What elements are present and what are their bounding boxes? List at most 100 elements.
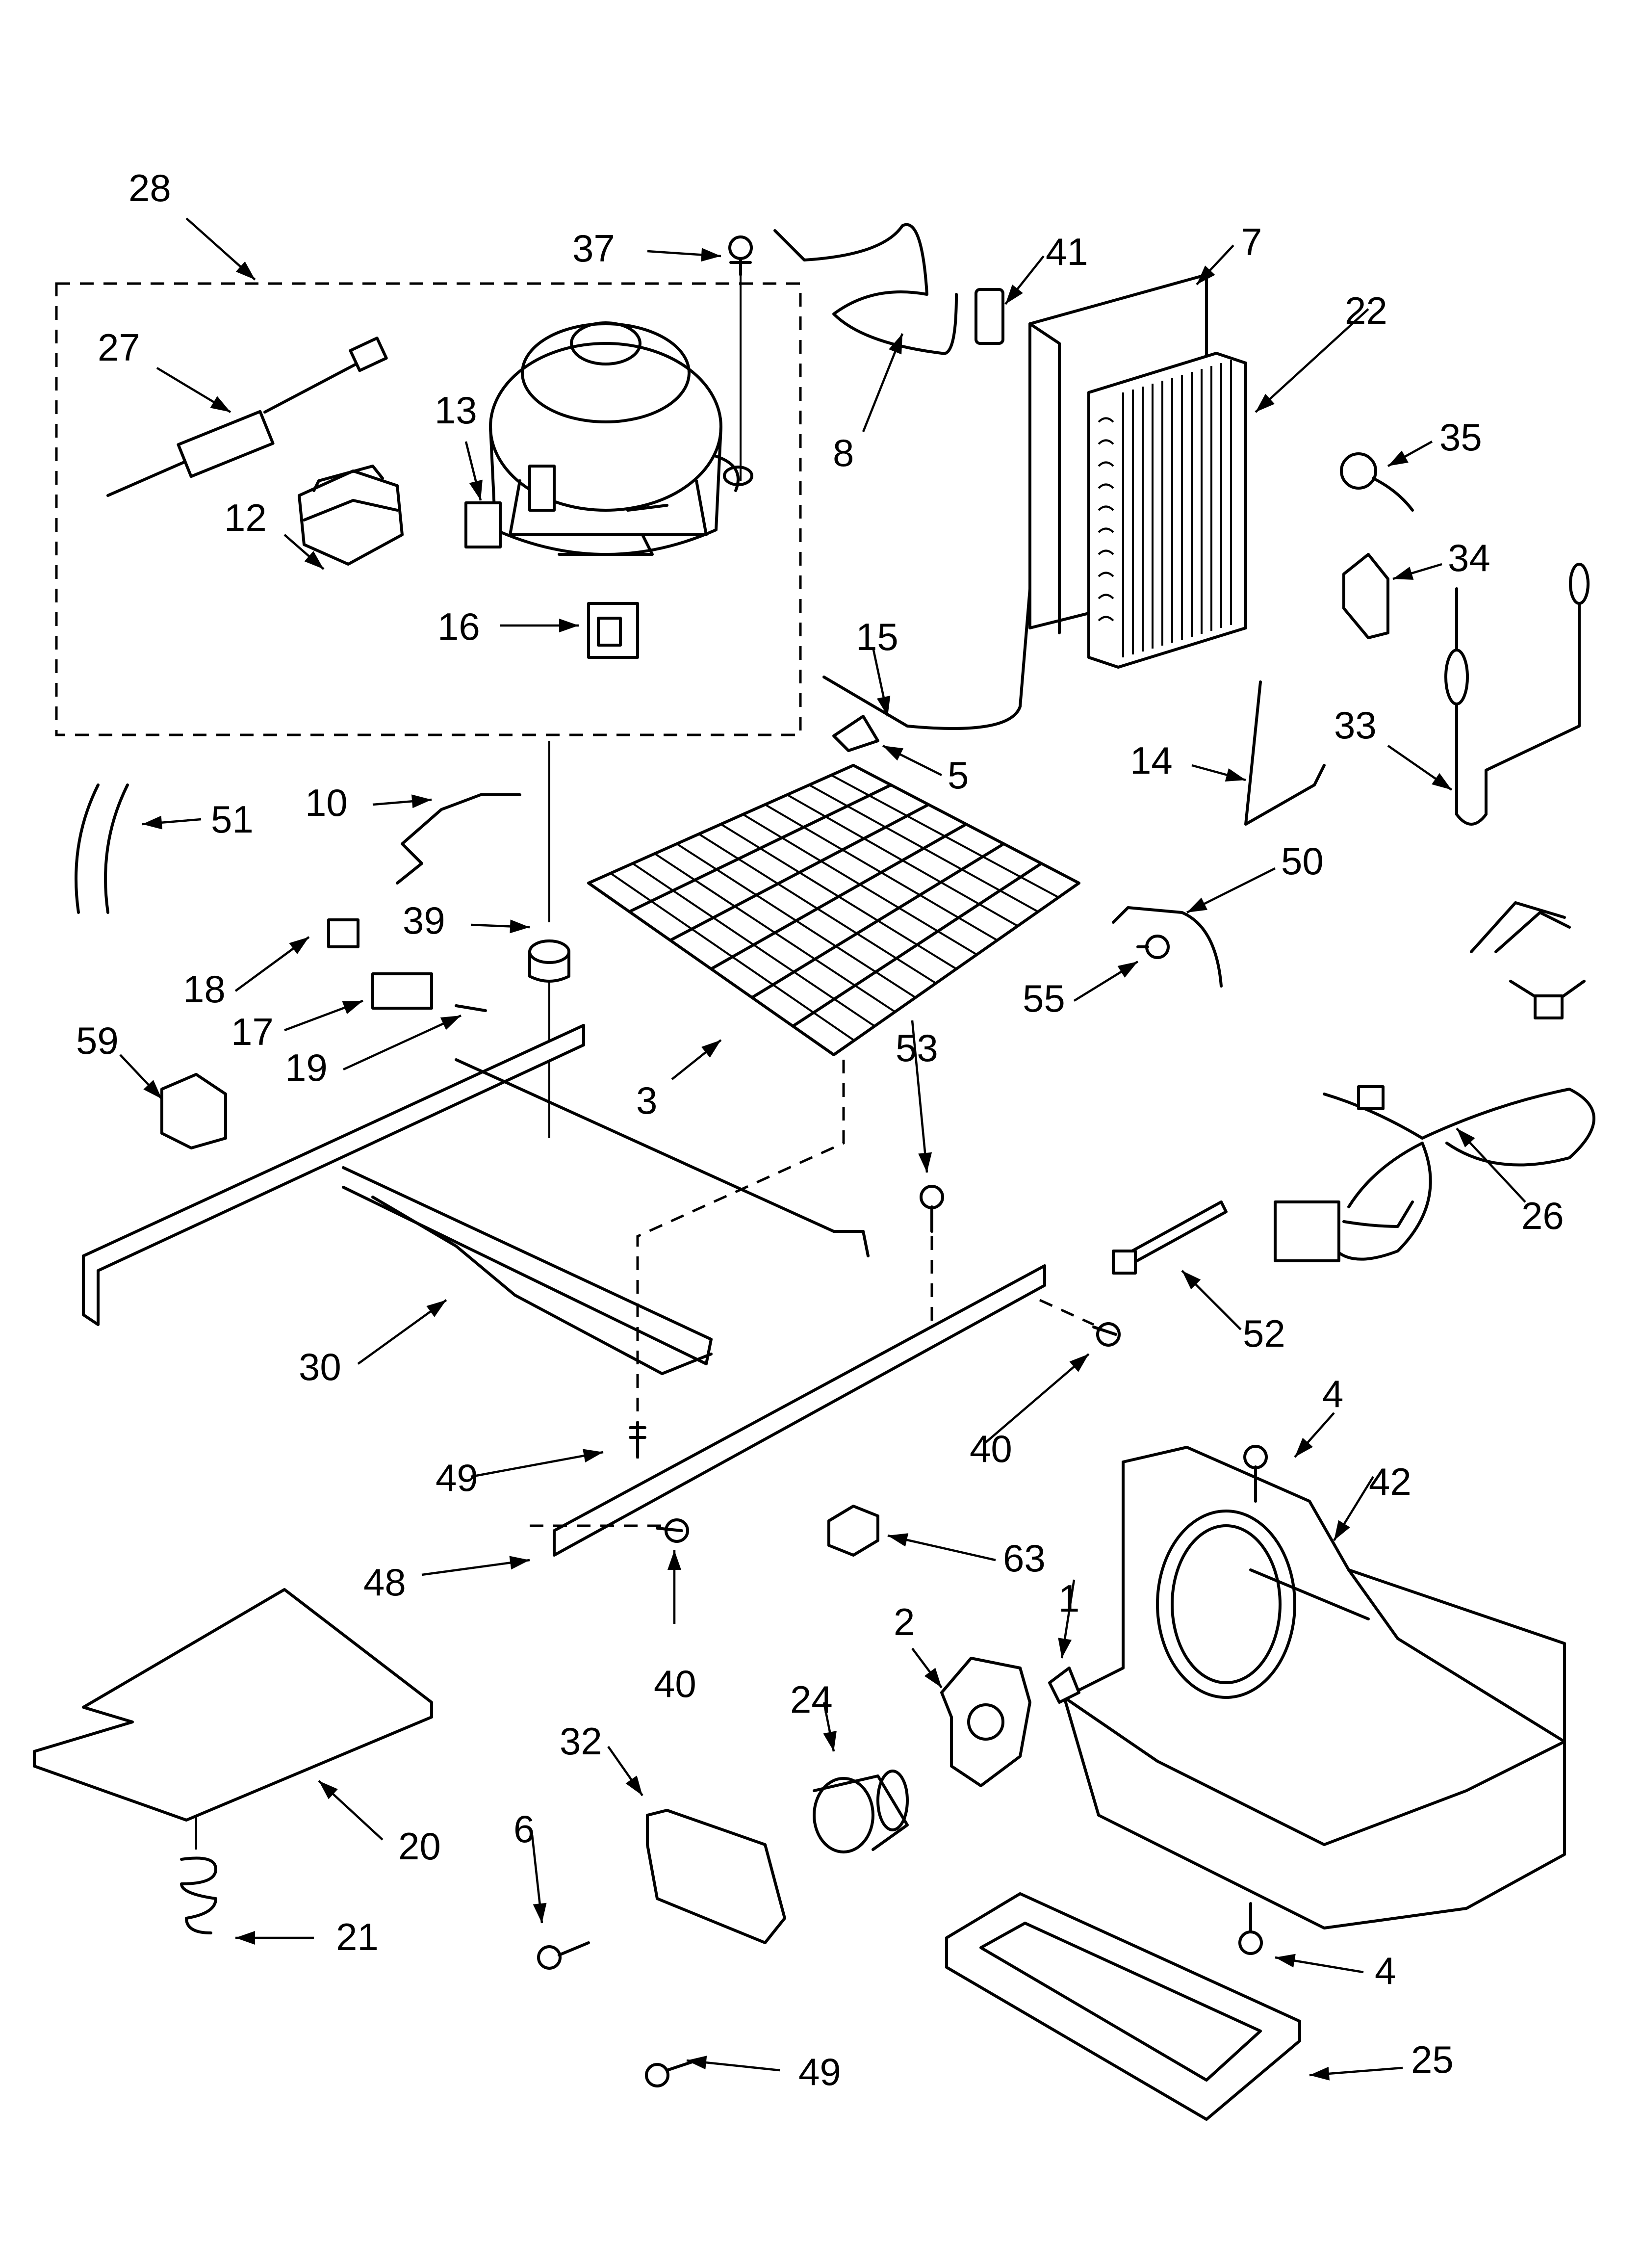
label-20: 20 xyxy=(398,1825,441,1868)
label-37: 37 xyxy=(572,227,615,270)
screw-19-part xyxy=(455,1004,487,1012)
label-51: 51 xyxy=(211,798,254,841)
label-40-right: 40 xyxy=(970,1427,1012,1470)
screw-55-part xyxy=(1136,935,1170,959)
bracket-14-part xyxy=(1244,680,1326,826)
label-10: 10 xyxy=(305,781,348,824)
label-4-bottom: 4 xyxy=(1375,1949,1396,1992)
thermistor-35-part xyxy=(1340,452,1414,512)
relay-17-part xyxy=(371,972,433,1010)
label-18: 18 xyxy=(183,967,226,1011)
label-34: 34 xyxy=(1448,536,1490,579)
label-53: 53 xyxy=(896,1026,938,1069)
label-1: 1 xyxy=(1058,1577,1079,1620)
label-63: 63 xyxy=(1003,1537,1046,1580)
label-19: 19 xyxy=(285,1046,328,1089)
screw-40-right-part xyxy=(1092,1322,1121,1347)
dash-line-40 xyxy=(1039,1299,1095,1326)
suction-tube-15-part xyxy=(822,587,1031,730)
label-8: 8 xyxy=(833,431,854,474)
discharge-tube-part xyxy=(773,223,958,355)
cover-panel-part xyxy=(33,1588,433,1822)
tube-33-part xyxy=(1444,563,1590,826)
label-2: 2 xyxy=(894,1600,915,1643)
label-7: 7 xyxy=(1241,220,1262,263)
base-frame-part xyxy=(82,1024,870,1375)
label-35: 35 xyxy=(1439,416,1482,459)
screw-37-part xyxy=(728,235,753,276)
label-42: 41 xyxy=(1046,230,1088,273)
clip-59-part xyxy=(160,1073,227,1149)
fan-shroud-part xyxy=(1063,1446,1566,1929)
screw-49-mid-part xyxy=(629,1421,646,1459)
label-5: 5 xyxy=(948,754,969,797)
label-55: 55 xyxy=(1023,977,1065,1020)
screw-4-top-part xyxy=(1243,1445,1268,1503)
label-28: 28 xyxy=(128,166,171,209)
connector-18-part xyxy=(327,918,359,948)
nut-63-part xyxy=(827,1505,879,1557)
condenser-dash-lines xyxy=(636,1060,845,1462)
label-15: 15 xyxy=(856,615,898,658)
evaporator-part xyxy=(1028,273,1247,669)
clip-13-part xyxy=(464,501,502,548)
cable-tie-head xyxy=(1112,1250,1137,1275)
spring-part xyxy=(180,1856,217,1934)
label-12: 12 xyxy=(224,496,267,539)
motor-bracket-part xyxy=(646,1809,786,1944)
drain-pan-inner xyxy=(979,1922,1262,2082)
label-30: 30 xyxy=(299,1345,341,1388)
label-25: 25 xyxy=(1411,2038,1454,2081)
label-48: 48 xyxy=(363,1561,406,1604)
compressor-part xyxy=(489,321,753,556)
label-52: 52 xyxy=(1243,1312,1285,1355)
label-49-bottom: 49 xyxy=(798,2050,841,2093)
cable-tie-part xyxy=(1122,1200,1228,1267)
clip-34-part xyxy=(1342,553,1389,639)
condenser-part xyxy=(587,764,1080,1056)
label-14: 14 xyxy=(1130,739,1173,782)
clip-42-part xyxy=(975,288,1004,345)
label-16: 16 xyxy=(437,605,480,648)
label-22: 22 xyxy=(1345,289,1387,332)
fan-mount-part xyxy=(1048,1667,1080,1704)
label-27: 27 xyxy=(98,326,140,369)
label-32: 32 xyxy=(560,1720,602,1763)
label-21: 21 xyxy=(336,1915,379,1958)
label-4: 4 xyxy=(1322,1372,1343,1415)
screw-6-part xyxy=(537,1941,590,1970)
label-49-mid: 49 xyxy=(436,1456,478,1499)
label-24: 24 xyxy=(790,1678,833,1721)
screw-40-bottom-part xyxy=(656,1518,689,1543)
label-59: 59 xyxy=(76,1019,119,1062)
label-6: 6 xyxy=(513,1807,535,1851)
fan-motor-part xyxy=(813,1770,909,1853)
wire-10-part xyxy=(396,793,521,885)
screw-53-part xyxy=(920,1185,944,1233)
clip-5-part xyxy=(832,715,879,752)
relay-part xyxy=(298,465,404,566)
rail-48-part xyxy=(553,1264,1046,1557)
label-13: 13 xyxy=(435,389,477,432)
leader-arrows xyxy=(119,217,1526,2081)
label-40-bottom: 40 xyxy=(654,1662,696,1705)
label-17: 17 xyxy=(231,1010,274,1053)
compressor-assembly-box xyxy=(55,282,802,736)
label-39: 39 xyxy=(403,899,445,942)
grommet-39-part xyxy=(528,939,570,983)
label-33: 33 xyxy=(1334,704,1377,747)
overload-part xyxy=(587,602,639,659)
capillary-drier-part xyxy=(106,337,388,497)
wiring-harness-part xyxy=(1274,901,1595,1262)
label-50: 50 xyxy=(1281,839,1324,883)
screw-49-bottom-part xyxy=(645,2059,698,2087)
label-3: 3 xyxy=(636,1079,657,1122)
screw-4-bottom-part xyxy=(1238,1902,1263,1955)
fan-blade-part xyxy=(940,1657,1031,1787)
label-41: 42 xyxy=(1369,1460,1411,1503)
drain-pan-part xyxy=(945,1892,1301,2121)
clamp-50-part xyxy=(1112,906,1223,988)
label-26: 26 xyxy=(1521,1194,1564,1237)
drain-tube-part xyxy=(75,783,129,914)
